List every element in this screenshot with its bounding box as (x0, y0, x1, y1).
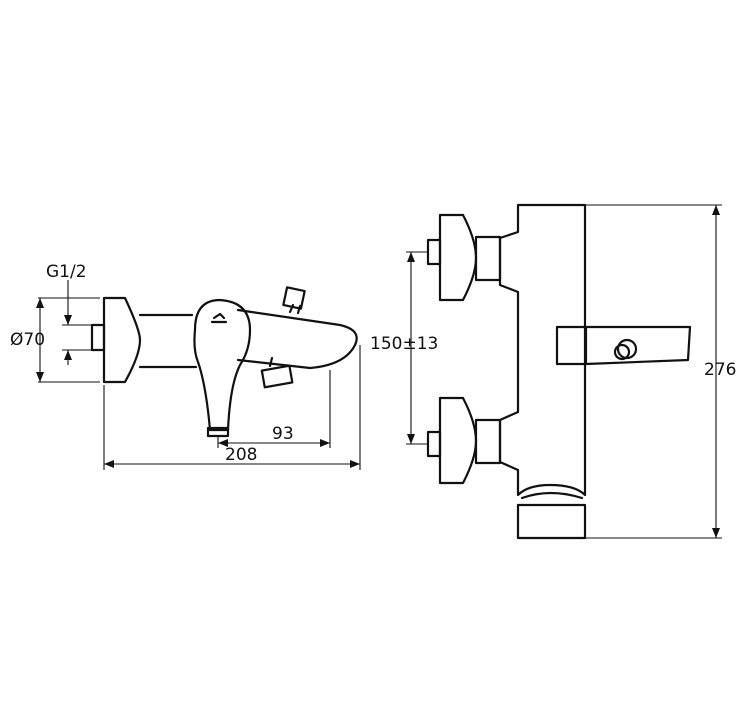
body-cylinder (138, 313, 198, 369)
inlet-spacing-label: 150±13 (370, 334, 438, 354)
front-view: 150±13 276 (370, 203, 736, 540)
hose-connector-neck (268, 356, 274, 368)
side-view: Ø70 G1/2 93 208 (10, 262, 361, 470)
logo-mark (210, 312, 228, 324)
lever-handle (193, 298, 252, 432)
inlet-stub (90, 323, 106, 352)
top-inlet-union (474, 235, 502, 282)
hose-connector (260, 364, 294, 389)
spout-length-label: 93 (272, 424, 294, 444)
spout (236, 308, 358, 370)
top-inlet-stub (426, 238, 442, 266)
wall-flange (102, 296, 142, 384)
overall-width-label: 208 (225, 445, 257, 465)
front-spout (555, 325, 692, 366)
thread-label: G1/2 (46, 262, 87, 282)
bottom-inlet-union (474, 418, 502, 465)
front-body (498, 203, 587, 497)
bottom-inlet-flange (438, 396, 478, 485)
aerator (516, 491, 587, 540)
diameter-label: Ø70 (10, 330, 45, 350)
bottom-inlet-stub (426, 430, 442, 458)
overall-height-label: 276 (704, 360, 736, 380)
diverter-knob (282, 286, 306, 310)
diverter-stem (288, 303, 302, 315)
top-inlet-flange (438, 213, 478, 302)
front-diverter-cap (613, 343, 631, 361)
